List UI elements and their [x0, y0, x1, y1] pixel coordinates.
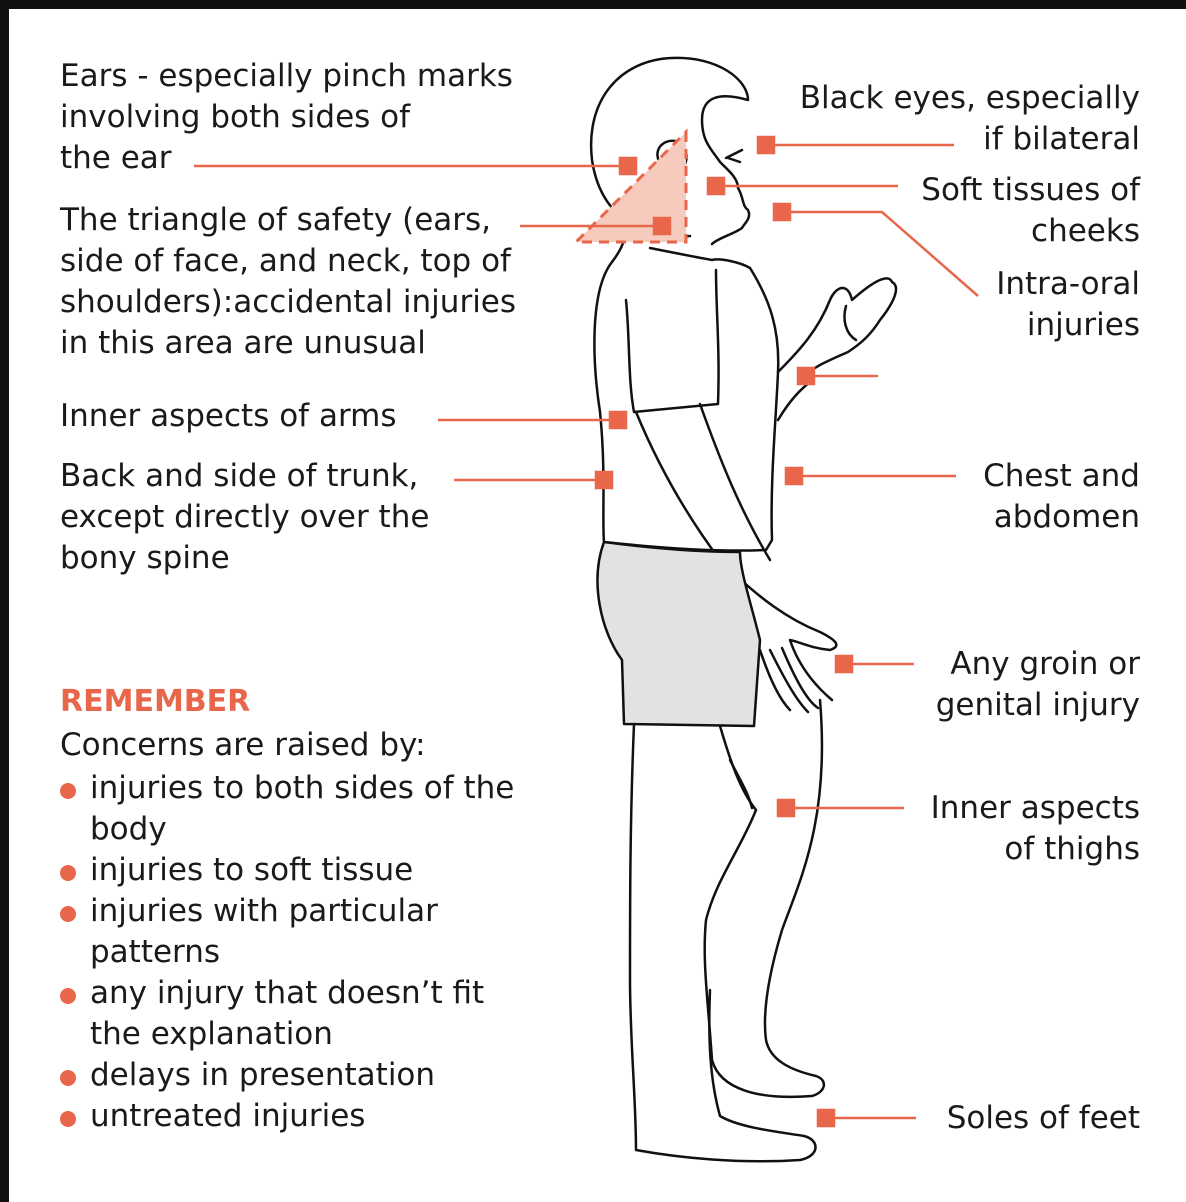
figure-sleeve: [626, 270, 719, 412]
concerns-list: injuries to both sides of the body injur…: [58, 768, 538, 1137]
list-item: untreated injuries: [58, 1096, 538, 1137]
figure-front-leg: [705, 700, 824, 1097]
label-back-trunk: Back and side of trunk, except directly …: [60, 456, 429, 579]
figure-forearm: [700, 404, 770, 560]
label-groin: Any groin or genital injury: [936, 644, 1140, 726]
bullet-icon: [60, 865, 76, 881]
bullet-icon: [60, 1111, 76, 1127]
label-inner-thighs: Inner aspects of thighs: [931, 788, 1140, 870]
list-item: any injury that doesn’t fit the explanat…: [58, 973, 538, 1055]
label-chest-abdomen: Chest and abdomen: [983, 456, 1140, 538]
figure-shorts: [598, 542, 760, 726]
figure-far-palm: [844, 306, 856, 340]
bullet-icon: [60, 783, 76, 799]
label-inner-arms: Inner aspects of arms: [60, 396, 397, 437]
list-item: delays in presentation: [58, 1055, 538, 1096]
figure-hand-fingers: [760, 648, 818, 712]
figure-far-forearm: [778, 382, 810, 420]
remember-heading: REMEMBER: [60, 684, 250, 719]
list-item: injuries to both sides of the body: [58, 768, 538, 850]
figure-far-arm: [778, 278, 896, 380]
label-ears: Ears - especially pinch marks involving …: [60, 56, 513, 179]
bullet-icon: [60, 1070, 76, 1086]
label-soles: Soles of feet: [947, 1098, 1140, 1139]
label-cheeks: Soft tissues of cheeks: [921, 170, 1140, 252]
label-black-eyes: Black eyes, especially if bilateral: [800, 78, 1140, 160]
remember-intro: Concerns are raised by:: [60, 727, 426, 763]
bullet-icon: [60, 906, 76, 922]
figure-eye: [726, 150, 742, 162]
label-triangle-of-safety: The triangle of safety (ears, side of fa…: [60, 200, 516, 364]
bullet-icon: [60, 988, 76, 1004]
list-item: injuries with particular patterns: [58, 891, 538, 973]
label-intra-oral: Intra-oral injuries: [996, 264, 1140, 346]
figure-knee: [730, 760, 752, 808]
figure-shirt: [594, 248, 778, 551]
list-item: injuries to soft tissue: [58, 850, 538, 891]
